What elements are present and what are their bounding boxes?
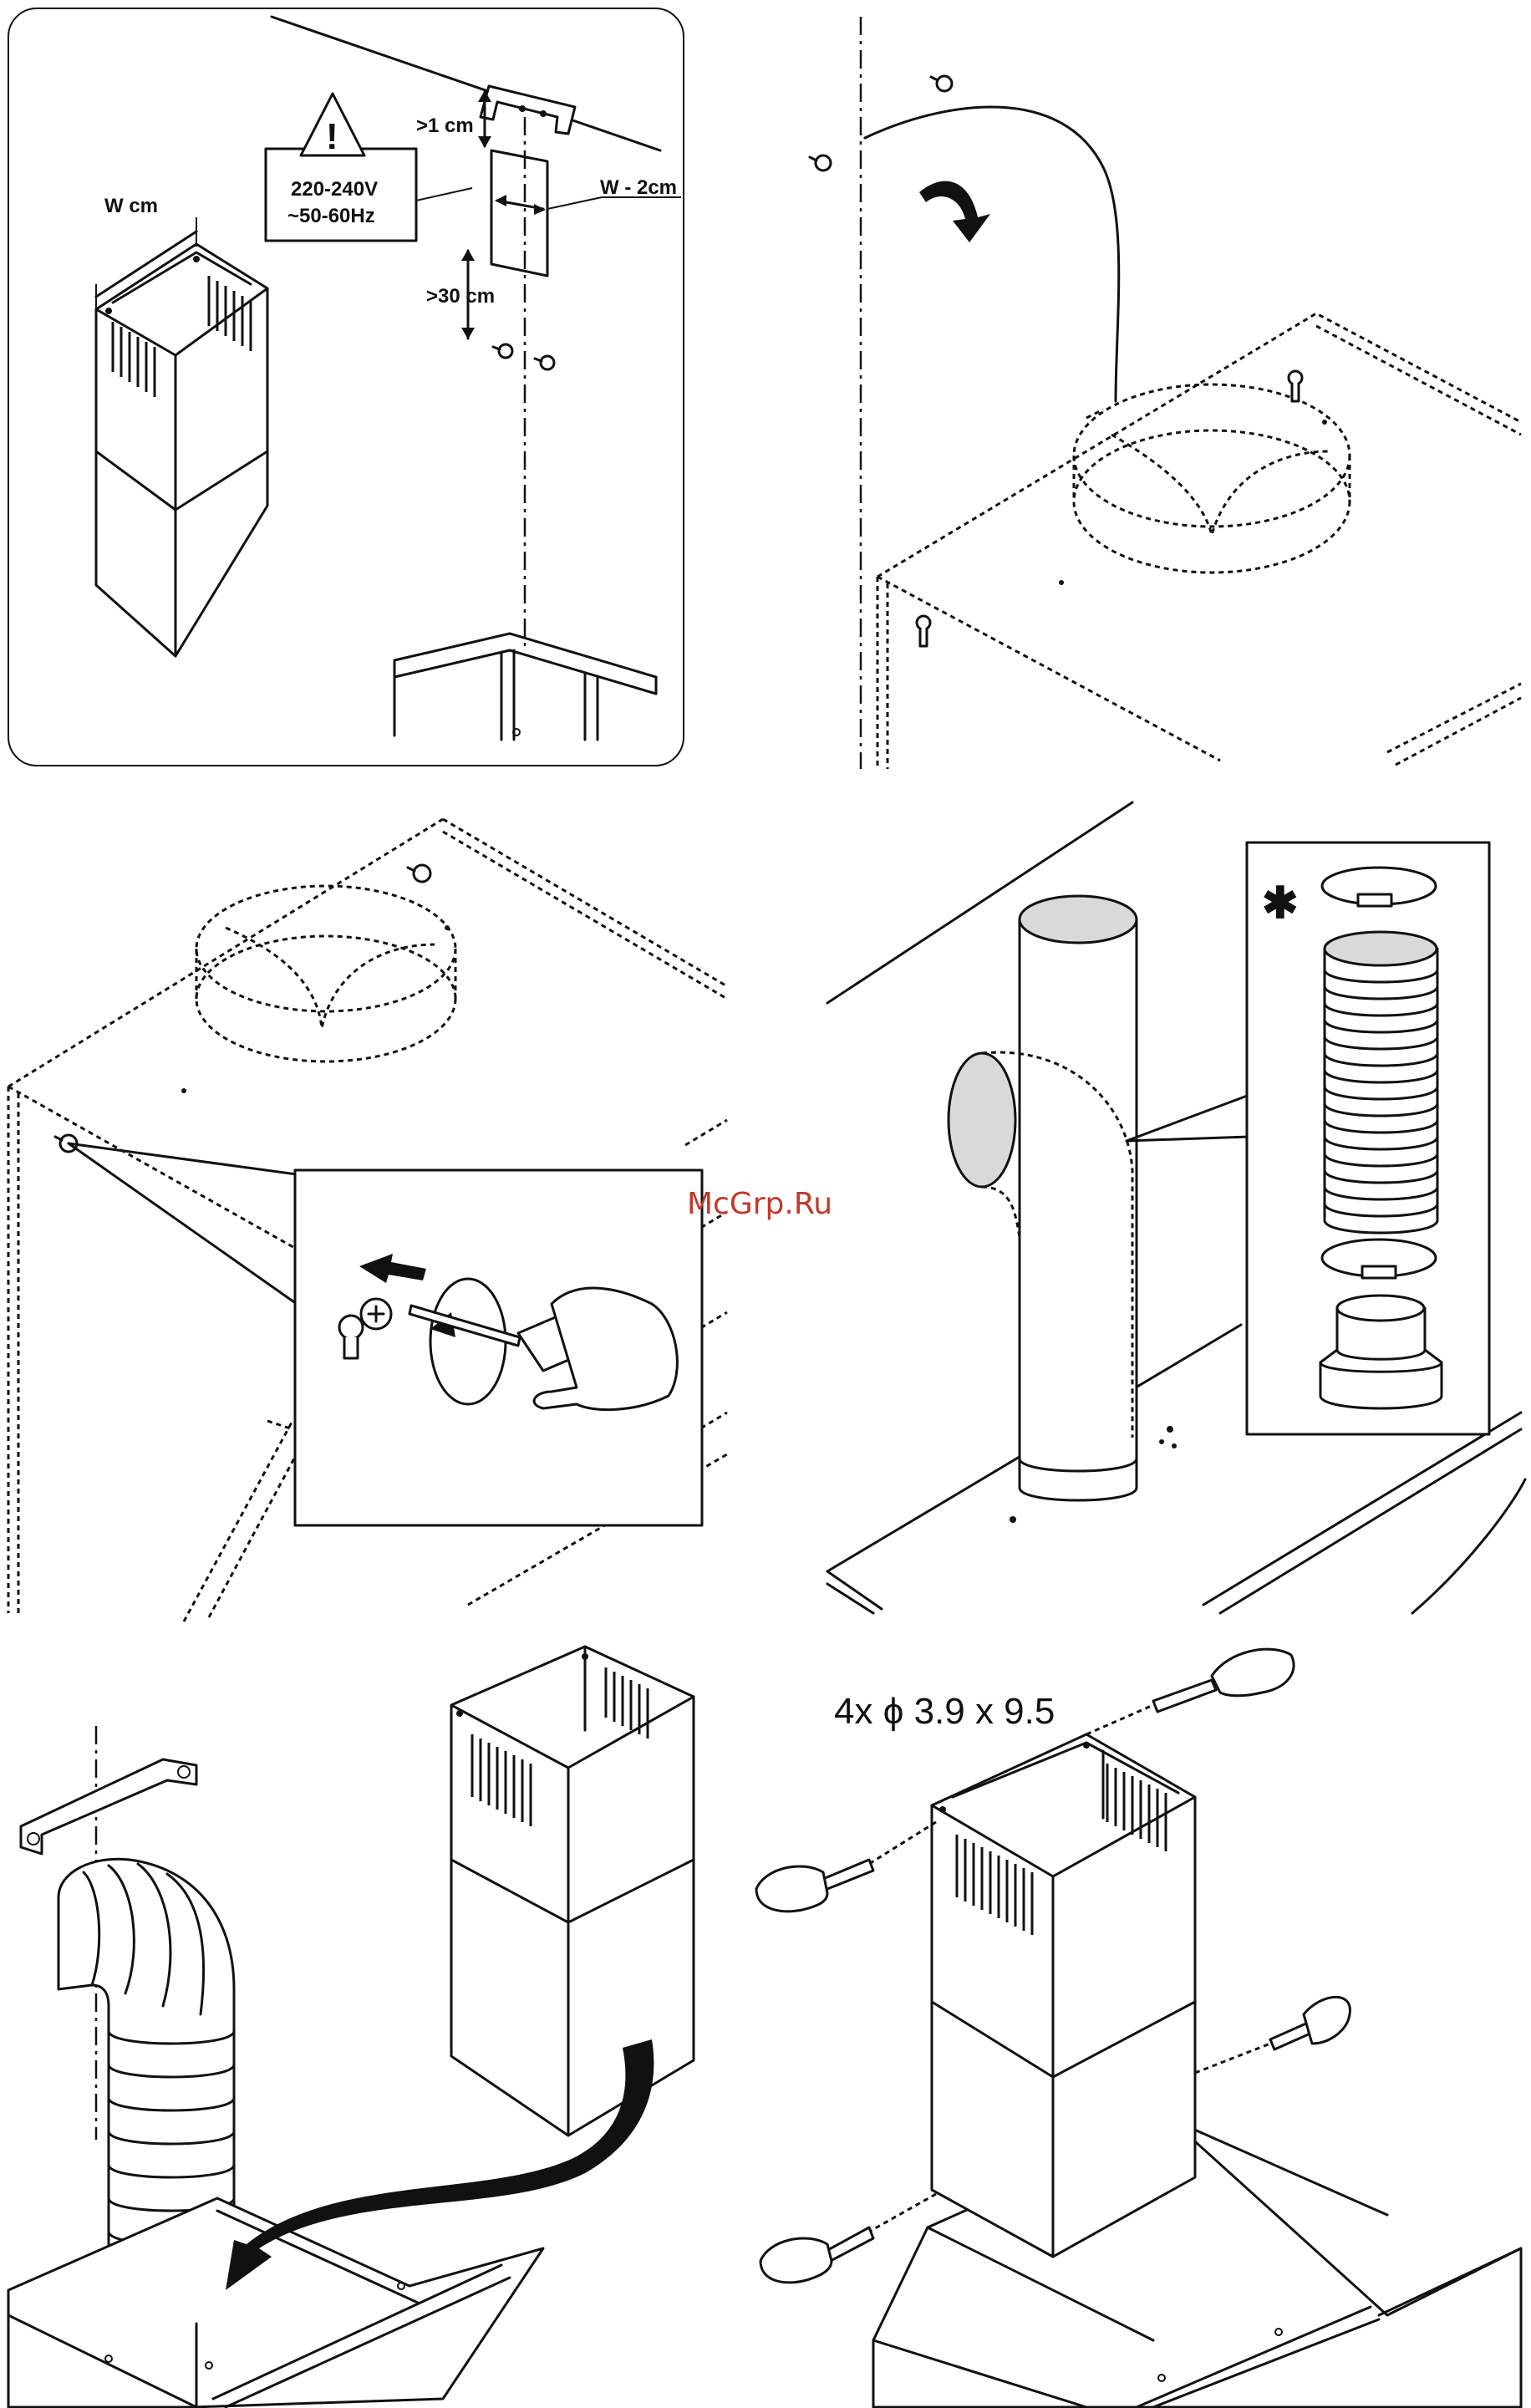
screwdriver-hand-icon <box>1195 1997 1350 2073</box>
screwdriver-hand-icon <box>1086 1649 1294 1734</box>
wall-bracket <box>481 86 575 134</box>
optional-marker: ✱ <box>1262 879 1299 928</box>
bracket-hole <box>540 110 547 117</box>
hood-glass <box>184 1421 301 1621</box>
hood-side-edge <box>1387 684 1521 765</box>
hood-top-edge <box>877 577 1220 761</box>
hose-clamp-icon <box>1322 1240 1436 1278</box>
hole <box>1059 580 1064 585</box>
hood-side-edge <box>877 577 888 769</box>
duct-collar <box>196 936 455 1061</box>
panel-3-screw <box>8 819 727 1621</box>
hood-top-edge <box>1316 326 1521 435</box>
arrow-head <box>461 328 475 339</box>
panel-6-fix-cover: 4x ϕ 3.9 x 9.5 <box>756 1649 1521 2407</box>
wall-bracket <box>21 1759 196 1854</box>
hole <box>1010 1516 1016 1523</box>
panel-5-hose-cover <box>8 1647 694 2407</box>
hood-top-edge <box>443 819 727 986</box>
screwdriver-hand-icon <box>756 1822 936 1912</box>
screw-icon <box>493 344 512 358</box>
gap-top-label: >1 cm <box>416 115 474 137</box>
hood-glass <box>1412 1479 1525 1613</box>
hood-top-edge <box>8 819 443 1087</box>
watermark: McGrp.Ru <box>687 1187 832 1221</box>
keyhole-slot <box>1289 371 1302 401</box>
hose-clamp-icon <box>1322 868 1436 906</box>
hood-top-edge <box>443 832 727 999</box>
chimney-width-label: W cm <box>104 195 158 217</box>
screw-spec-label: 4x ϕ 3.9 x 9.5 <box>834 1691 1055 1732</box>
hood-edge <box>827 1571 882 1613</box>
leader-line <box>547 197 602 209</box>
hood-top-edge <box>877 313 1521 577</box>
power-cable <box>865 107 1119 401</box>
screw-icon <box>810 155 831 171</box>
screw-icon <box>408 865 430 882</box>
hole <box>445 925 450 930</box>
keyhole-slot <box>917 616 930 646</box>
frequency-label: ~50-60Hz <box>287 205 375 227</box>
callout-line <box>69 1143 297 1174</box>
duct-collar <box>196 886 455 1011</box>
flexible-hose-icon <box>1325 932 1437 1233</box>
leader-line <box>416 188 472 201</box>
electrical-outlet-area <box>491 150 547 276</box>
screw-icon <box>931 76 952 91</box>
callout-line <box>1127 1095 1249 1141</box>
duct-flap <box>226 928 435 1028</box>
duct-pipe <box>1020 919 1137 1500</box>
duct-flap <box>1111 435 1329 535</box>
callout-line <box>1127 1137 1249 1141</box>
arrow-head <box>478 136 491 148</box>
panel-1-measurements: >1 cm W - 2cm >30 cm ! 220-240V ~50-60Hz <box>8 8 684 766</box>
hood-side-edge <box>8 1087 18 1613</box>
arrow-head <box>461 249 475 261</box>
duct-opening <box>1020 896 1137 943</box>
bracket-hole <box>519 105 526 112</box>
duct-opening <box>949 1053 1015 1187</box>
hole <box>1167 1426 1173 1433</box>
panel-4-duct: ✱ <box>827 802 1525 1613</box>
hood-edge <box>1203 1413 1521 1613</box>
hole <box>1159 1439 1164 1444</box>
screw-icon <box>535 356 554 369</box>
chimney-cover <box>451 1647 694 2136</box>
gap-bottom-label: >30 cm <box>426 285 495 308</box>
panel-2-cable <box>810 17 1521 769</box>
duct-collar <box>1074 456 1350 501</box>
voltage-label: 220-240V <box>291 178 378 201</box>
hole <box>181 1088 186 1093</box>
width-minus-label: W - 2cm <box>600 176 677 199</box>
duct-collar <box>196 949 455 999</box>
duct-collar <box>1074 384 1350 527</box>
chimney-cover <box>96 244 267 656</box>
hole <box>1322 420 1327 425</box>
chimney-cover <box>932 1734 1195 2257</box>
hood-corner <box>394 634 656 740</box>
duct-adapter-icon <box>1320 1296 1442 1408</box>
callout-line <box>69 1143 297 1304</box>
hole <box>1172 1443 1177 1448</box>
warning-symbol: ! <box>326 116 338 157</box>
rotate-arrow-icon <box>919 181 990 242</box>
